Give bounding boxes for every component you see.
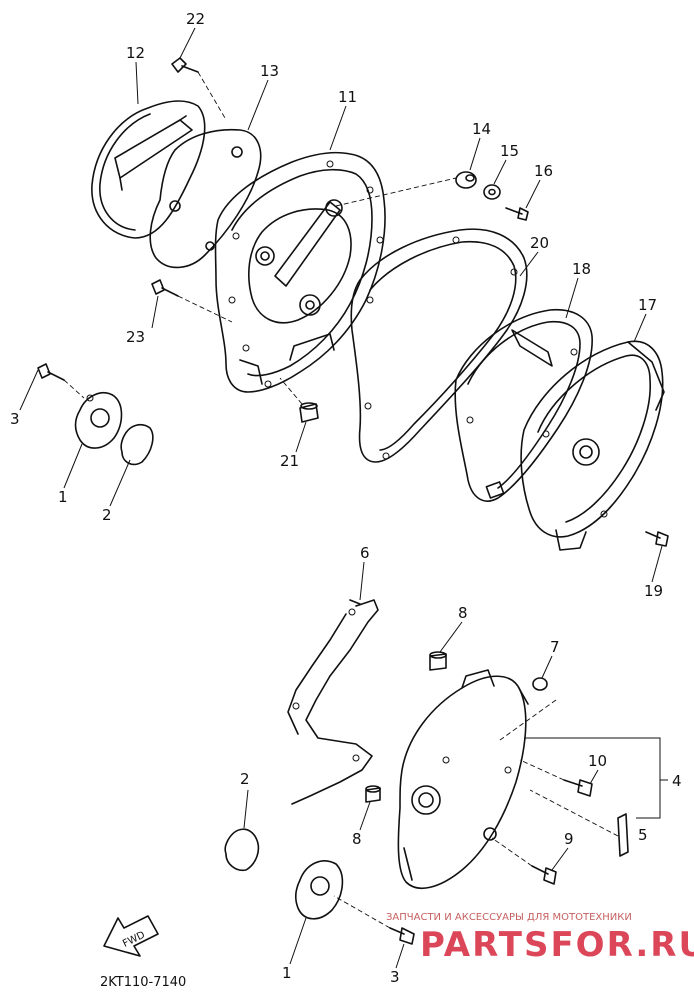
label-2-lower: 2	[240, 770, 250, 788]
gasket-18	[454, 309, 593, 502]
label-22: 22	[186, 10, 205, 28]
cap-1-lower	[295, 860, 344, 920]
label-16: 16	[534, 162, 553, 180]
label-3-lower: 3	[390, 968, 400, 986]
washer-15	[483, 184, 501, 200]
label-1-upper: 1	[58, 488, 68, 506]
watermark: ЗАПЧАСТИ И АКСЕССУАРЫ ДЛЯ МОТОТЕХНИКИ PA…	[386, 912, 694, 965]
label-1-lower: 1	[282, 964, 292, 982]
label-13: 13	[260, 62, 279, 80]
bolt-9	[531, 865, 557, 885]
fwd-arrow-icon: FWD	[103, 915, 159, 957]
gasket-13	[149, 128, 262, 269]
label-18: 18	[572, 260, 591, 278]
oil-seal-14	[455, 171, 477, 189]
dowel-21	[299, 402, 319, 423]
label-3-upper: 3	[10, 410, 20, 428]
label-21: 21	[280, 452, 299, 470]
label-9: 9	[564, 830, 574, 848]
pin-8-upper	[429, 651, 447, 671]
part-labels: 22 12 13 11 14 15 16 20 18 17 23 3 1 2 2…	[10, 10, 682, 986]
label-12: 12	[126, 44, 145, 62]
label-4: 4	[672, 772, 682, 790]
bolt-23	[151, 279, 179, 297]
plate-5	[617, 813, 629, 857]
generator-cover-17	[520, 340, 665, 551]
label-23: 23	[126, 328, 145, 346]
watermark-line2: PARTSFOR.RU	[420, 925, 694, 965]
crankcase-cover-11	[214, 151, 386, 393]
label-10: 10	[588, 752, 607, 770]
pin-8-lower	[365, 785, 381, 803]
assembly-lines-upper	[63, 71, 457, 405]
label-8-upper: 8	[458, 604, 468, 622]
bolt-3-upper	[37, 363, 65, 381]
bolt-3-lower	[389, 927, 415, 945]
bolt-22	[171, 57, 199, 73]
label-20: 20	[530, 234, 549, 252]
cover-assembly-4	[397, 669, 529, 890]
bolt-10	[563, 779, 593, 797]
label-17: 17	[638, 296, 657, 314]
label-8-lower: 8	[352, 830, 362, 848]
label-2-upper: 2	[102, 506, 112, 524]
leader-lines	[19, 27, 668, 969]
label-5: 5	[638, 826, 648, 844]
grommet-7	[532, 677, 548, 691]
bolt-16	[505, 207, 529, 221]
label-14: 14	[472, 120, 491, 138]
gasket-2-upper	[120, 423, 154, 466]
label-11: 11	[338, 88, 357, 106]
diagram-code: 2KT110-7140	[100, 975, 186, 990]
gasket-6	[287, 599, 379, 805]
cover-plate-12	[91, 100, 206, 239]
label-19: 19	[644, 582, 663, 600]
label-6: 6	[360, 544, 370, 562]
label-15: 15	[500, 142, 519, 160]
cap-1-upper	[74, 392, 123, 449]
gasket-2-lower	[224, 828, 260, 872]
assembly-lines-lower	[333, 699, 619, 929]
watermark-line1: ЗАПЧАСТИ И АКСЕССУАРЫ ДЛЯ МОТОТЕХНИКИ	[386, 912, 632, 923]
bolt-19	[645, 531, 669, 547]
label-7: 7	[550, 638, 560, 656]
gasket-20	[350, 228, 528, 463]
